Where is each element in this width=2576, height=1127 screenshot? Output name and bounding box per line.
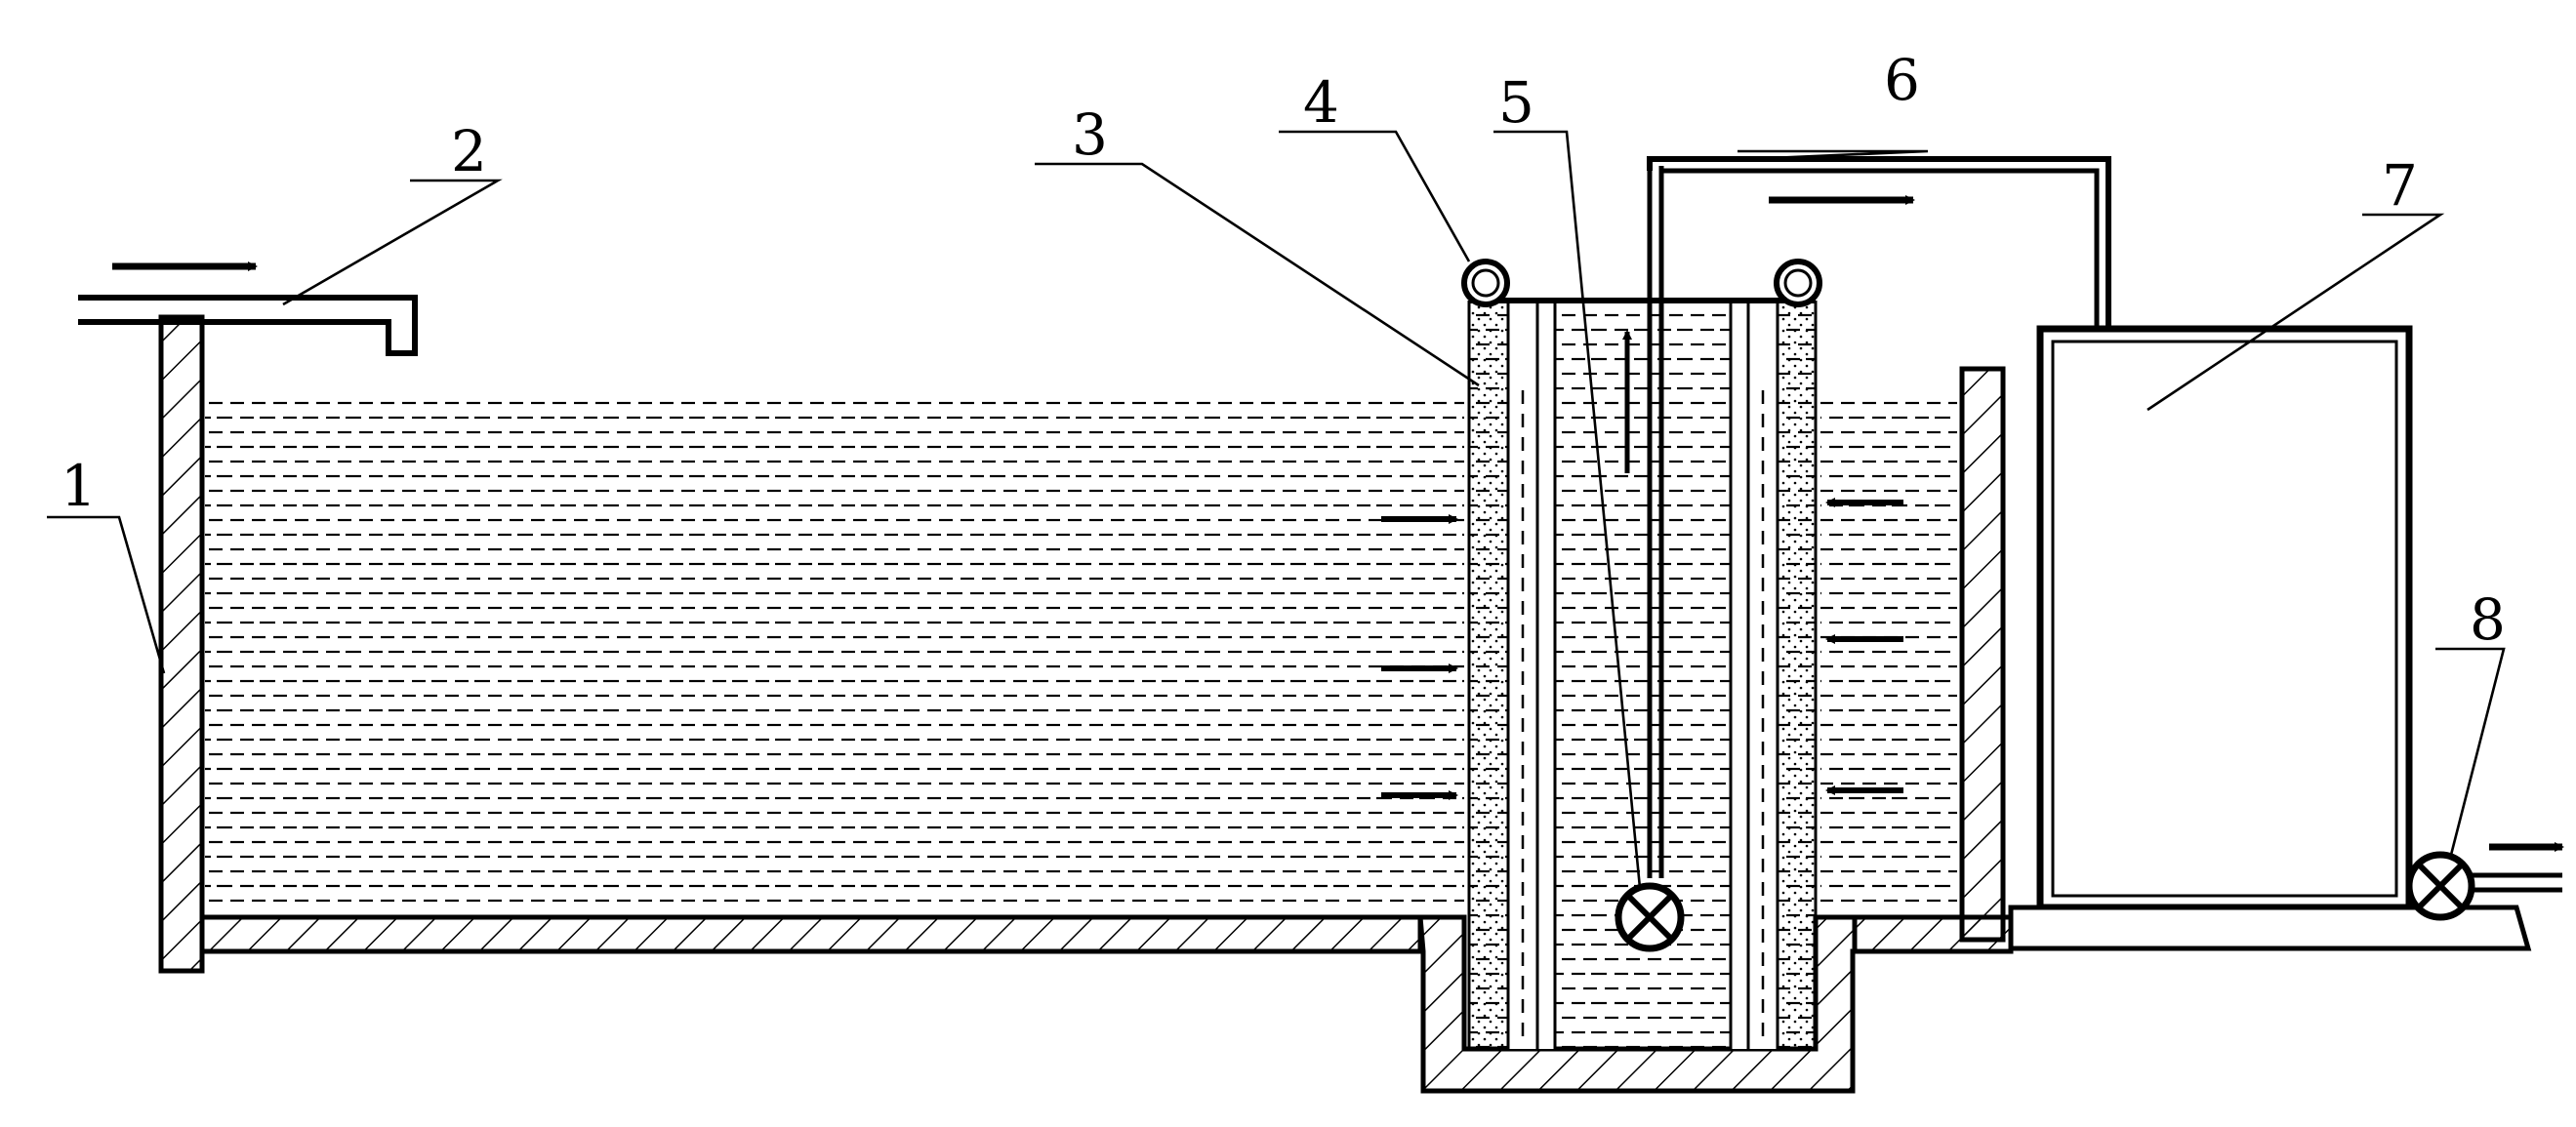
aeration-tube-left: [1461, 259, 1510, 307]
inflow-arrows: [1381, 498, 1903, 800]
label-7: 7: [2382, 152, 2418, 219]
storage-tank: [2036, 325, 2413, 911]
aeration-tube-right: [1774, 259, 1822, 307]
suction-pump-icon: [1615, 882, 1685, 952]
effluent-pipe-outer: [1647, 156, 2111, 332]
label-8: 8: [2470, 586, 2506, 653]
right-chamber-water: [1820, 400, 1957, 912]
label-4: 4: [1303, 69, 1339, 136]
membrane-left-inner: [1508, 302, 1555, 1049]
label-3: 3: [1072, 101, 1108, 168]
outlet-pump-icon: [2405, 851, 2475, 921]
membrane-right-dots: [1777, 302, 1816, 1049]
label-5: 5: [1498, 69, 1534, 136]
storage-tank-base: [2008, 905, 2532, 951]
label-1: 1: [61, 453, 97, 519]
membrane-right-inner: [1731, 302, 1778, 1049]
tank-right-wall: [1959, 366, 2006, 943]
leader-lines: [47, 130, 2506, 889]
tank-floor: [199, 914, 1423, 954]
inlet-pipe: [78, 295, 418, 356]
label-6: 6: [1884, 47, 1920, 113]
tank-left-wall: [158, 314, 205, 974]
tank-water: [205, 400, 1464, 907]
membrane-left-dots: [1469, 302, 1508, 1049]
effluent-pipe-inner: [1658, 168, 2100, 332]
label-2: 2: [451, 118, 487, 184]
